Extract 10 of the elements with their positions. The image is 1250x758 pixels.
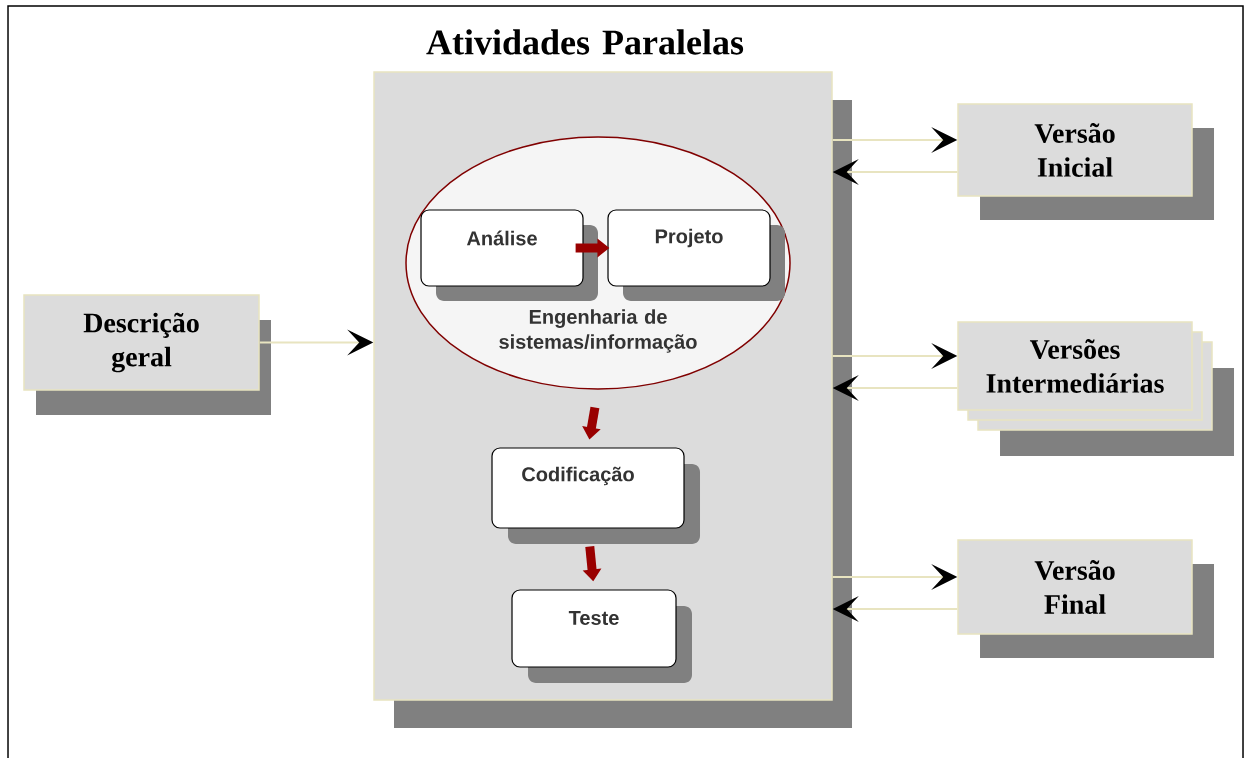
node-label: Atividades Paralelas [426,29,744,55]
output-box: Versão Inicial [957,103,1214,220]
stacked-output-box: Versões Intermediárias [957,321,1234,456]
process-box: Projeto [607,209,785,301]
output-box: Versão Final [957,539,1214,658]
node-label: Versões [1029,339,1120,360]
process-box: Análise [420,209,598,301]
process-box: Teste [511,589,692,683]
process-box: Codificação [491,447,700,544]
input-box: Descrição geral [23,294,271,415]
